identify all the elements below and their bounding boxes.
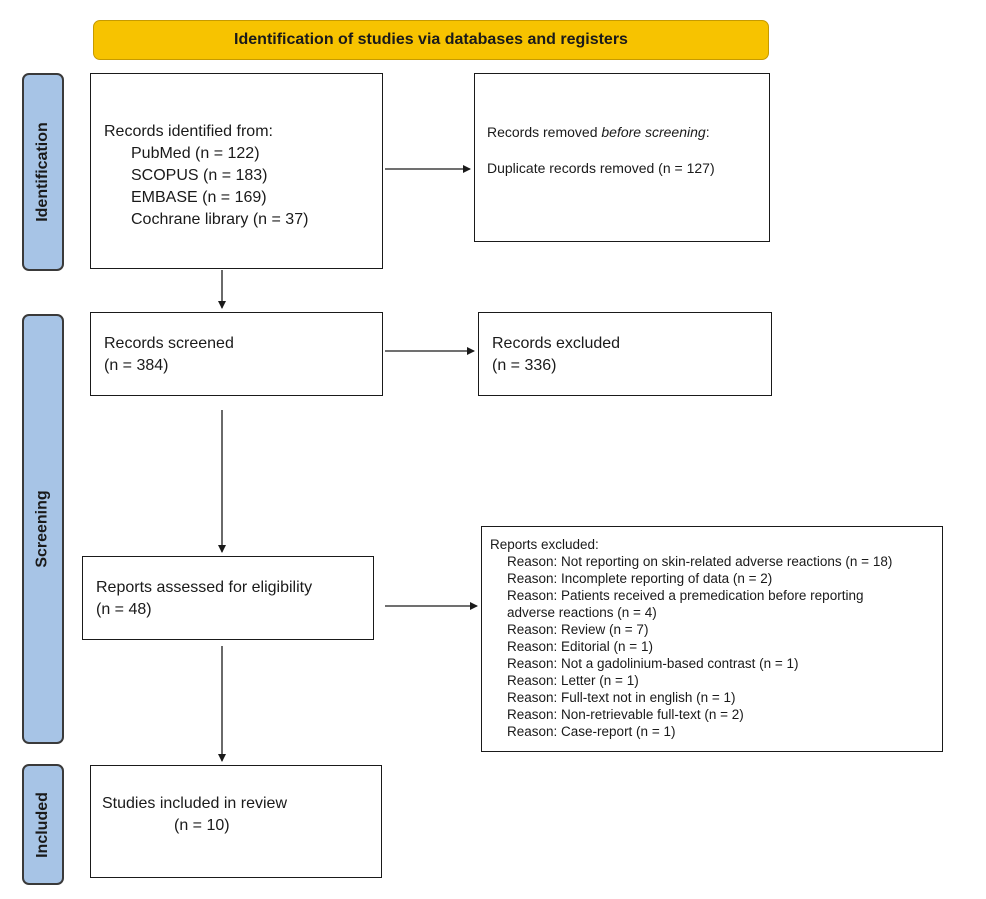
phase-tab-identification: Identification: [22, 73, 64, 271]
eligibility-label: Reports assessed for eligibility: [96, 579, 313, 596]
phase-tab-included: Included: [22, 764, 64, 885]
records-screened-count: (n = 384): [104, 357, 169, 374]
reason-line: Reason: Case-report (n = 1): [507, 724, 676, 739]
reason-line: Reason: Full-text not in english (n = 1): [507, 690, 736, 705]
reason-line: Reason: Incomplete reporting of data (n …: [507, 571, 773, 586]
header-title: Identification of studies via databases …: [234, 31, 628, 48]
header-banner: Identification of studies via databases …: [93, 20, 769, 60]
records-screened-box: Records screened (n = 384): [90, 312, 383, 396]
phase-tab-screening: Screening: [22, 314, 64, 744]
records-excluded-label: Records excluded: [492, 335, 621, 352]
reason-line: adverse reactions (n = 4): [507, 605, 657, 620]
reports-excluded-reasons: Reason: Not reporting on skin-related ad…: [507, 553, 892, 740]
eligibility-box: Reports assessed for eligibility (n = 48…: [82, 556, 374, 640]
reason-line: Reason: Letter (n = 1): [507, 673, 639, 688]
records-identified-box: Records identified from: PubMed (n = 122…: [90, 73, 383, 269]
source-embase: EMBASE (n = 169): [131, 189, 267, 206]
reason-line: Reason: Editorial (n = 1): [507, 639, 653, 654]
reason-line: Reason: Not reporting on skin-related ad…: [507, 554, 893, 569]
reason-line: Reason: Not a gadolinium-based contrast …: [507, 656, 799, 671]
eligibility-count: (n = 48): [96, 601, 152, 618]
studies-included-label: Studies included in review: [102, 795, 287, 812]
records-identified-heading: Records identified from:: [104, 123, 273, 140]
reports-excluded-heading: Reports excluded:: [490, 537, 599, 552]
reports-excluded-box: Reports excluded: Reason: Not reporting …: [481, 526, 943, 752]
source-cochrane: Cochrane library (n = 37): [131, 211, 309, 228]
reason-line: Reason: Non-retrievable full-text (n = 2…: [507, 707, 744, 722]
duplicates-removed: Duplicate records removed (n = 127): [487, 160, 715, 176]
source-pubmed: PubMed (n = 122): [131, 145, 260, 162]
reason-line: Reason: Patients received a premedicatio…: [507, 588, 864, 603]
records-removed-heading: Records removed before screening:: [487, 124, 710, 140]
records-excluded-box: Records excluded (n = 336): [478, 312, 772, 396]
records-excluded-count: (n = 336): [492, 357, 557, 374]
studies-included-count: (n = 10): [174, 817, 230, 834]
source-scopus: SCOPUS (n = 183): [131, 167, 268, 184]
records-removed-box: Records removed before screening: Duplic…: [474, 73, 770, 242]
reason-line: Reason: Review (n = 7): [507, 622, 649, 637]
studies-included-box: Studies included in review (n = 10): [90, 765, 382, 878]
records-screened-label: Records screened: [104, 335, 234, 352]
